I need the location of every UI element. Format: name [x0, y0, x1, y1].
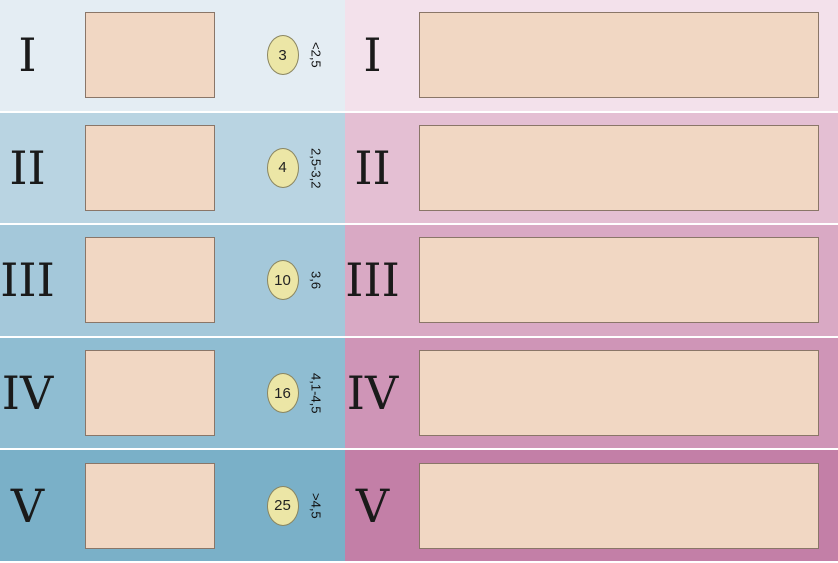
stage-label: IV: [0, 338, 55, 451]
volume-badge: 4: [267, 148, 299, 188]
volume-badge: 25: [267, 486, 299, 526]
illustration-placeholder: [419, 237, 819, 323]
volume-column: 3 <2,5 4 2,5-3,2 10 3,6 16 4,1-4,5 25 >4,5: [245, 0, 345, 563]
female-stage-column: I II III IV V: [345, 0, 400, 563]
stage-label: III: [345, 225, 400, 338]
illustration-placeholder: [85, 463, 215, 549]
measurement: >4,5: [309, 493, 324, 519]
measurement: 3,6: [309, 271, 324, 289]
female-illustration-column: [400, 0, 838, 563]
stage-label: I: [0, 0, 55, 113]
stage-label: I: [345, 0, 400, 113]
volume-badge: 3: [267, 35, 299, 75]
illustration-placeholder: [85, 237, 215, 323]
illustration-placeholder: [85, 125, 215, 211]
volume-badge: 10: [267, 260, 299, 300]
measurement: 2,5-3,2: [309, 148, 324, 188]
measurement: <2,5: [309, 42, 324, 68]
illustration-placeholder: [85, 12, 215, 98]
male-stage-column: I II III IV V: [0, 0, 55, 563]
illustration-placeholder: [419, 125, 819, 211]
illustration-placeholder: [419, 350, 819, 436]
illustration-placeholder: [419, 463, 819, 549]
stage-label: III: [0, 225, 55, 338]
illustration-placeholder: [419, 12, 819, 98]
stage-label: II: [0, 113, 55, 226]
stage-label: V: [0, 450, 55, 563]
stage-label: V: [345, 450, 400, 563]
measurement: 4,1-4,5: [309, 373, 324, 413]
stage-label: II: [345, 113, 400, 226]
male-illustration-column: [55, 0, 245, 563]
illustration-placeholder: [85, 350, 215, 436]
volume-badge: 16: [267, 373, 299, 413]
stage-label: IV: [345, 338, 400, 451]
